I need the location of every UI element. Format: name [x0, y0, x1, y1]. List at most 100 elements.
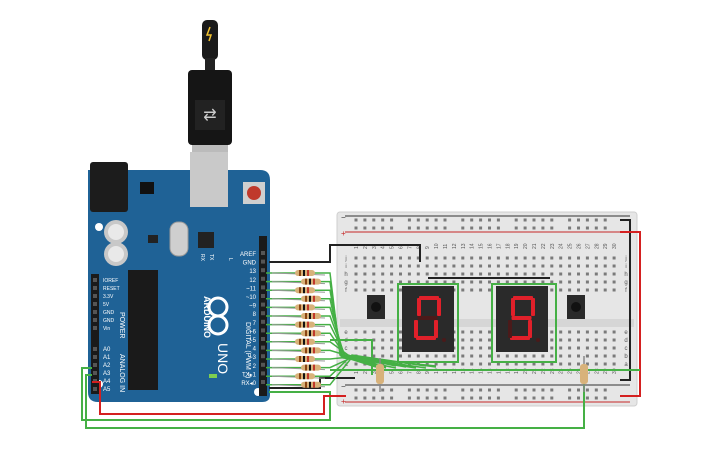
rail-hole[interactable]	[416, 226, 420, 230]
breadboard-hole[interactable]	[594, 264, 598, 268]
breadboard-hole[interactable]	[399, 346, 402, 350]
breadboard-hole[interactable]	[612, 264, 616, 268]
rail-hole[interactable]	[577, 218, 580, 222]
breadboard-hole[interactable]	[452, 362, 456, 366]
breadboard-hole[interactable]	[372, 264, 376, 268]
rail-hole[interactable]	[594, 218, 598, 222]
breadboard-hole[interactable]	[443, 354, 447, 358]
breadboard-hole[interactable]	[505, 280, 509, 284]
breadboard-hole[interactable]	[550, 264, 554, 268]
breadboard-hole[interactable]	[372, 280, 376, 284]
rail-hole[interactable]	[585, 218, 589, 222]
breadboard-hole[interactable]	[568, 272, 572, 276]
breadboard-hole[interactable]	[372, 256, 376, 260]
breadboard-hole[interactable]	[372, 338, 376, 342]
breadboard-hole[interactable]	[452, 354, 456, 358]
breadboard-hole[interactable]	[541, 272, 545, 276]
breadboard-hole[interactable]	[559, 256, 563, 260]
breadboard-hole[interactable]	[470, 346, 474, 350]
breadboard-hole[interactable]	[461, 272, 465, 276]
breadboard-hole[interactable]	[470, 256, 474, 260]
rail-hole[interactable]	[416, 396, 420, 400]
breadboard-hole[interactable]	[505, 362, 509, 366]
breadboard-hole[interactable]	[407, 280, 411, 284]
breadboard-hole[interactable]	[381, 264, 385, 268]
breadboard-hole[interactable]	[523, 280, 527, 284]
breadboard-hole[interactable]	[496, 362, 500, 366]
rail-hole[interactable]	[488, 396, 491, 400]
rail-hole[interactable]	[416, 388, 420, 392]
breadboard-hole[interactable]	[363, 354, 367, 358]
arduino-board[interactable]: ARDUINO UNO DIGITAL (PWM ~) POWER ANALOG…	[88, 152, 270, 402]
breadboard-hole[interactable]	[568, 354, 572, 358]
breadboard-hole[interactable]	[470, 264, 474, 268]
breadboard-hole[interactable]	[390, 288, 394, 292]
rail-hole[interactable]	[390, 396, 394, 400]
rail-hole[interactable]	[425, 218, 429, 222]
rail-hole[interactable]	[354, 226, 358, 230]
breadboard-hole[interactable]	[559, 346, 563, 350]
rail-hole[interactable]	[470, 218, 474, 222]
breadboard-hole[interactable]	[425, 354, 429, 358]
rail-hole[interactable]	[461, 218, 465, 222]
breadboard-hole[interactable]	[363, 330, 367, 334]
breadboard-hole[interactable]	[532, 354, 536, 358]
rail-hole[interactable]	[479, 388, 483, 392]
breadboard-hole[interactable]	[363, 288, 367, 292]
breadboard-hole[interactable]	[390, 346, 394, 350]
rail-hole[interactable]	[407, 226, 411, 230]
breadboard-hole[interactable]	[390, 354, 394, 358]
breadboard-hole[interactable]	[363, 346, 367, 350]
breadboard-hole[interactable]	[372, 288, 376, 292]
rail-hole[interactable]	[381, 396, 385, 400]
breadboard-hole[interactable]	[514, 256, 518, 260]
breadboard[interactable]: − + − + 11223344556677889910101111121213…	[336, 211, 638, 407]
breadboard-hole[interactable]	[496, 280, 500, 284]
breadboard-hole[interactable]	[523, 354, 527, 358]
breadboard-hole[interactable]	[514, 264, 518, 268]
rail-hole[interactable]	[434, 218, 438, 222]
breadboard-hole[interactable]	[541, 264, 545, 268]
breadboard-hole[interactable]	[603, 272, 607, 276]
breadboard-hole[interactable]	[532, 362, 536, 366]
rail-hole[interactable]	[496, 396, 500, 400]
breadboard-hole[interactable]	[585, 288, 589, 292]
rail-hole[interactable]	[585, 396, 589, 400]
breadboard-hole[interactable]	[381, 354, 385, 358]
rail-hole[interactable]	[407, 396, 411, 400]
rail-hole[interactable]	[381, 218, 385, 222]
header-pin[interactable]	[261, 337, 265, 341]
breadboard-hole[interactable]	[603, 354, 607, 358]
breadboard-hole[interactable]	[594, 338, 598, 342]
header-pin[interactable]	[261, 302, 265, 307]
breadboard-hole[interactable]	[363, 256, 367, 260]
breadboard-hole[interactable]	[479, 362, 483, 366]
rail-hole[interactable]	[577, 226, 580, 230]
breadboard-hole[interactable]	[452, 256, 456, 260]
breadboard-hole[interactable]	[461, 330, 465, 334]
rail-hole[interactable]	[470, 396, 474, 400]
breadboard-hole[interactable]	[559, 272, 563, 276]
breadboard-hole[interactable]	[354, 288, 358, 292]
header-pin[interactable]	[261, 345, 265, 350]
breadboard-hole[interactable]	[434, 272, 438, 276]
breadboard-hole[interactable]	[550, 338, 554, 342]
breadboard-hole[interactable]	[612, 338, 616, 342]
rail-hole[interactable]	[461, 226, 465, 230]
breadboard-hole[interactable]	[479, 330, 483, 334]
breadboard-hole[interactable]	[443, 362, 447, 366]
breadboard-hole[interactable]	[363, 272, 367, 276]
breadboard-hole[interactable]	[461, 362, 465, 366]
breadboard-hole[interactable]	[390, 338, 394, 342]
breadboard-hole[interactable]	[585, 256, 589, 260]
breadboard-hole[interactable]	[488, 280, 491, 284]
rail-hole[interactable]	[603, 226, 607, 230]
breadboard-hole[interactable]	[496, 354, 500, 358]
rail-hole[interactable]	[381, 226, 385, 230]
rail-hole[interactable]	[363, 218, 367, 222]
breadboard-hole[interactable]	[390, 330, 394, 334]
breadboard-hole[interactable]	[541, 280, 545, 284]
breadboard-hole[interactable]	[603, 288, 607, 292]
header-pin[interactable]	[93, 363, 97, 367]
rail-hole[interactable]	[363, 388, 367, 392]
